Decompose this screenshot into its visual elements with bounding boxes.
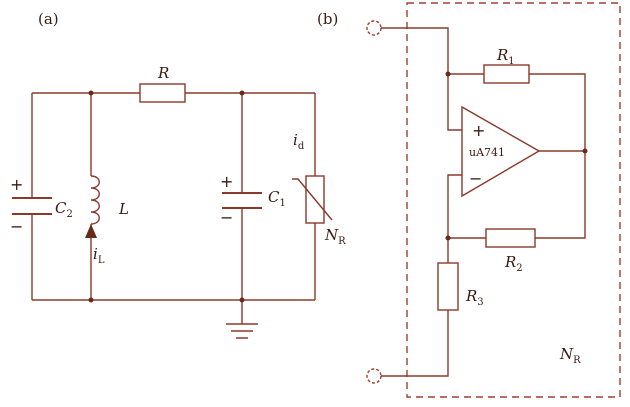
capacitor-c2 — [12, 197, 52, 215]
c1-plus-sign: + — [220, 172, 233, 191]
label-c1: C1 — [268, 188, 286, 209]
terminal-bottom — [366, 368, 382, 384]
panel-a: (a) R C2 L iL C1 id NR + — [10, 10, 346, 339]
junction-dot — [239, 297, 245, 303]
junction-dot — [88, 90, 94, 96]
wire-bottom-return — [381, 310, 449, 377]
opamp-minus-sign: − — [469, 169, 482, 188]
wire-r1-loop — [448, 73, 586, 151]
junction-dot — [582, 148, 588, 154]
label-id: id — [293, 131, 305, 152]
opamp-triangle — [461, 105, 541, 198]
junction-dot — [445, 235, 451, 241]
nr-dashed-enclosure — [406, 2, 621, 398]
current-arrow-il — [85, 224, 97, 238]
c2-minus-sign: − — [10, 217, 23, 236]
junction-dot — [88, 297, 94, 303]
label-c2: C2 — [55, 199, 73, 220]
opamp-plus-sign: + — [472, 121, 485, 140]
c2-plus-sign: + — [10, 175, 23, 194]
capacitor-c1 — [222, 192, 262, 209]
junction-dot — [239, 90, 245, 96]
label-nr-b: NR — [559, 345, 581, 366]
label-l: L — [118, 200, 129, 218]
wire-r2-loop — [448, 151, 586, 239]
label-r: R — [157, 64, 169, 82]
c1-minus-sign: − — [220, 208, 233, 227]
label-il: iL — [93, 245, 105, 266]
resistor-r1 — [483, 64, 530, 84]
resistor-r — [139, 83, 186, 103]
inductor-l — [90, 175, 100, 225]
junction-dot — [445, 71, 451, 77]
resistor-r2 — [485, 228, 536, 248]
label-r2: R2 — [504, 253, 523, 274]
resistor-r3 — [437, 262, 459, 311]
panel-a-tag: (a) — [38, 10, 59, 28]
wire-inverting — [447, 174, 462, 263]
label-nr-a: NR — [324, 226, 346, 247]
terminal-top — [366, 20, 382, 36]
opamp-label: uA741 — [469, 146, 505, 159]
ground-symbol — [226, 300, 258, 339]
nonlinear-resistor-nr — [305, 175, 325, 224]
panel-b: (b) R1 R2 R3 uA741 + − NR — [317, 2, 621, 398]
nr-slash — [292, 178, 333, 221]
label-r1: R1 — [496, 46, 515, 67]
wire-top-input — [381, 27, 462, 131]
label-r3: R3 — [465, 287, 484, 308]
panel-b-tag: (b) — [317, 10, 338, 28]
